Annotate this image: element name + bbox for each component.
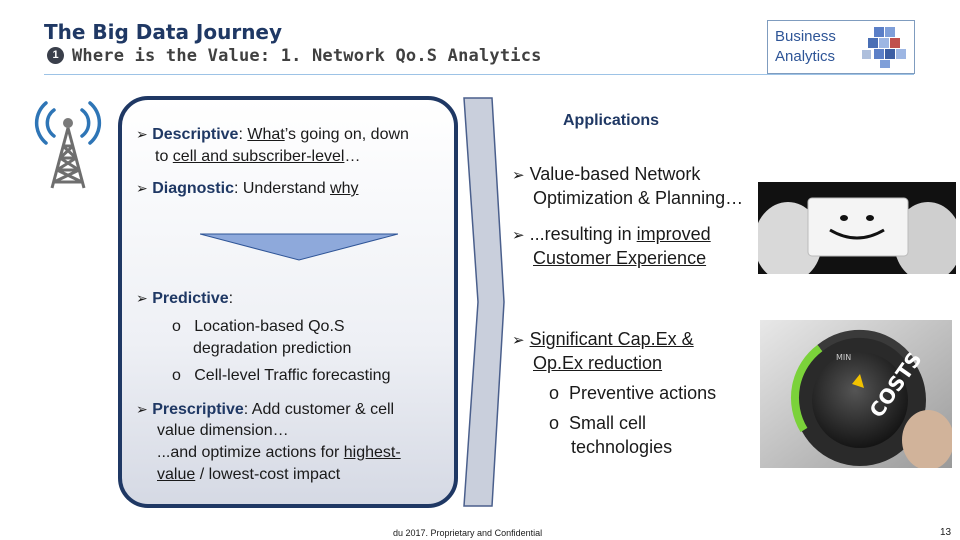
descriptive-line2-pre: to [155,148,173,165]
descriptive-sep: : [238,126,248,143]
business-analytics-cubes-icon [862,27,906,68]
predictive-colon: : [228,290,234,307]
app-item-1-line2: Optimization & Planning… [533,188,744,208]
predictive-sub-2: o Cell-level Traffic forecasting [172,365,390,386]
prescriptive-line4-post: / lowest-cost impact [195,466,341,483]
app-item-1-line1: Value-based Network [529,164,701,184]
business-analytics-logo-text: Business Analytics [775,27,836,67]
diagnostic-text: : Understand [233,180,331,197]
logo-line-2: Analytics [775,48,836,65]
app-item-3-line1: Significant Cap.Ex & [529,329,694,349]
sub-bullet-marker: o [549,383,560,403]
descriptive-line2-post: … [344,148,361,165]
descriptive-text: ’s going on, down [284,126,409,143]
bullet-arrow-icon: ➢ [136,126,148,142]
diagnostic-heading: Diagnostic [152,180,234,197]
cell-tower-icon [34,101,102,189]
predictive-sub-1: o Location-based Qo.S [172,316,345,337]
bullet-arrow-icon: ➢ [512,227,525,244]
app-sub-1: o Preventive actions [549,381,716,405]
diagnostic-why: why [330,180,359,197]
descriptive-bullet: ➢ Descriptive: What’s going on, down [136,124,456,145]
sub-bullet-marker: o [172,367,181,384]
app-item-2-link: improved [636,224,711,244]
slide-title: The Big Data Journey [44,20,283,44]
bullet-arrow-icon: ➢ [136,290,148,306]
applications-title: Applications [563,112,660,129]
smiley-card-image [758,182,956,274]
app-sub-2: o Small cell [549,411,646,435]
bullet-arrow-icon: ➢ [512,332,525,349]
app-item-1: ➢ Value-based Network [512,162,700,188]
app-item-2: ➢ ...resulting in improved [512,222,711,248]
prescriptive-line4-link: value [157,466,196,483]
predictive-heading: Predictive [152,290,229,307]
prescriptive-line4: value / lowest-cost impact [157,464,340,485]
app-sub-2-text: Small cell [569,413,647,433]
footer-text: du 2017. Proprietary and Confidential [393,528,543,538]
slide-subtitle: Where is the Value: 1. Network Qo.S Anal… [72,46,542,66]
app-sub-1-text: Preventive actions [569,383,717,403]
prescriptive-bullet: ➢ Prescriptive: Add customer & cell [136,399,394,420]
app-item-3-line2: Op.Ex reduction [533,353,663,373]
prescriptive-line3: ...and optimize actions for highest- [157,442,401,463]
down-arrow-icon [200,233,398,261]
step-number-badge: 1 [47,47,64,64]
descriptive-bullet-line2: to cell and subscriber-level… [155,146,360,167]
sub-bullet-marker: o [172,318,181,335]
diagnostic-bullet: ➢ Diagnostic: Understand why [136,178,359,199]
app-item-3: ➢ Significant Cap.Ex & [512,327,694,353]
logo-line-1: Business [775,28,836,45]
bullet-arrow-icon: ➢ [136,401,148,417]
sub-bullet-marker: o [549,413,560,433]
chevron-right-icon [463,97,505,507]
prescriptive-heading: Prescriptive [152,401,244,418]
page-number: 13 [940,527,952,538]
prescriptive-text: : Add customer & cell [243,401,395,418]
predictive-sub-1-line2: degradation prediction [193,340,352,357]
prescriptive-line3-link: highest- [343,444,401,461]
descriptive-line2-link: cell and subscriber-level [172,148,345,165]
predictive-bullet: ➢ Predictive: [136,288,233,309]
descriptive-what: What [247,126,285,143]
app-item-2-line2: Customer Experience [533,248,707,268]
prescriptive-line2: value dimension… [157,422,289,439]
analytics-maturity-panel [118,96,458,508]
app-sub-2-line2: technologies [571,437,673,457]
header-divider [44,74,914,75]
bullet-arrow-icon: ➢ [512,167,525,184]
app-item-2-pre: ...resulting in [529,224,637,244]
costs-dial-image: MIN COSTS [760,320,952,468]
bullet-arrow-icon: ➢ [136,180,148,196]
predictive-item-1: Location-based Qo.S [194,318,345,335]
predictive-item-2: Cell-level Traffic forecasting [194,367,391,384]
descriptive-heading: Descriptive [152,126,239,143]
prescriptive-line3-pre: ...and optimize actions for [157,444,344,461]
dial-min-label: MIN [836,353,851,362]
